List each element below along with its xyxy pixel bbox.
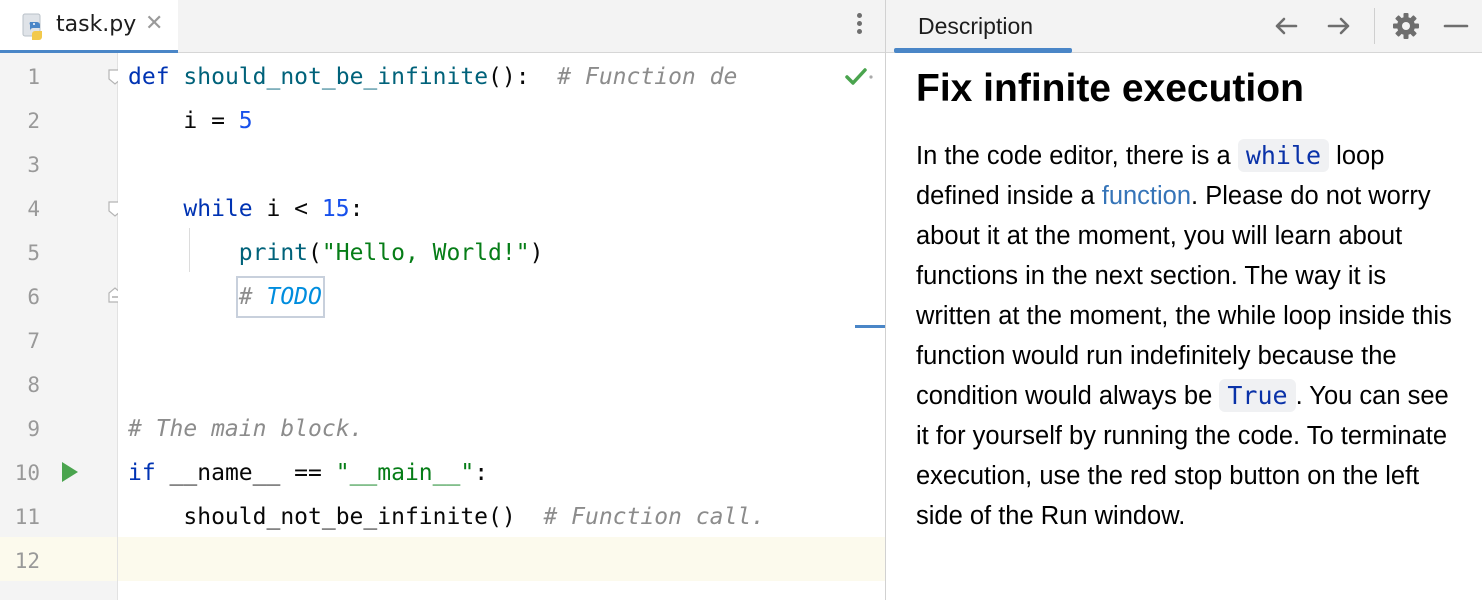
line-number: 6 [27,285,40,309]
close-tab-icon[interactable]: ✕ [145,11,164,36]
current-line-highlight [118,537,885,581]
check-icon [845,68,873,85]
active-tab-indicator [894,48,1072,53]
code-line-1: def should_not_be_infinite(): # Function… [128,64,738,90]
task-description: In the code editor, there is a while loo… [916,139,1452,530]
function-link[interactable]: function [1101,182,1192,210]
description-pane: Description Fix [886,0,1482,600]
code-line-11: should_not_be_infinite() # Function call… [183,504,765,530]
line-number: 10 [14,461,40,485]
line-number: 11 [14,505,40,529]
line-number-gutter: 1 2 3 4 5 6 7 8 9 10 11 12 [0,53,118,600]
minimize-icon[interactable] [1441,11,1471,41]
toolbar-separator [1374,8,1375,44]
arrow-left-icon[interactable] [1271,11,1301,41]
code-line-6: # TODO [128,275,325,319]
active-tab-indicator [0,50,178,53]
line-number: 5 [27,241,40,265]
pane-divider[interactable] [885,0,886,600]
scrollbar-marker[interactable] [855,325,885,328]
line-number: 3 [27,153,40,177]
task-title: Fix infinite execution [916,67,1304,110]
line-number: 7 [27,329,40,353]
code-line-5: print("Hello, World!") [238,240,544,266]
line-number: 8 [27,373,40,397]
more-options-icon[interactable] [849,10,869,44]
description-content: Fix infinite execution In the code edito… [916,60,1468,536]
code-line-9: # The main block. [128,416,364,442]
inline-code-true: True [1219,379,1296,412]
line-number: 1 [27,65,40,89]
run-gutter-icon[interactable] [62,462,78,482]
line-number: 9 [27,417,40,441]
line-number: 12 [14,549,40,573]
arrow-right-icon[interactable] [1324,11,1354,41]
line-number: 2 [27,109,40,133]
code-editor[interactable]: def should_not_be_infinite(): # Function… [118,53,885,600]
code-line-4: while i < 15: [183,196,364,222]
line-number: 4 [27,197,40,221]
current-line-gutter-highlight [0,537,117,581]
python-file-icon [22,13,42,40]
gear-icon[interactable] [1391,11,1421,41]
code-line-2: i = 5 [183,108,253,134]
tab-file-name: task.py [56,12,137,37]
code-line-10: if __name__ == "__main__": [128,460,489,486]
inline-code-while: while [1237,139,1330,172]
description-tab[interactable]: Description [918,13,1034,39]
todo-placeholder[interactable]: # TODO [235,276,325,318]
description-header: Description [886,0,1482,53]
editor-pane: task.py ✕ 1 2 3 4 5 6 7 8 9 10 11 12 def… [0,0,885,600]
indent-guide [189,228,190,272]
editor-tab-task-py[interactable]: task.py ✕ [0,0,178,53]
editor-tab-bar: task.py ✕ [0,0,885,53]
